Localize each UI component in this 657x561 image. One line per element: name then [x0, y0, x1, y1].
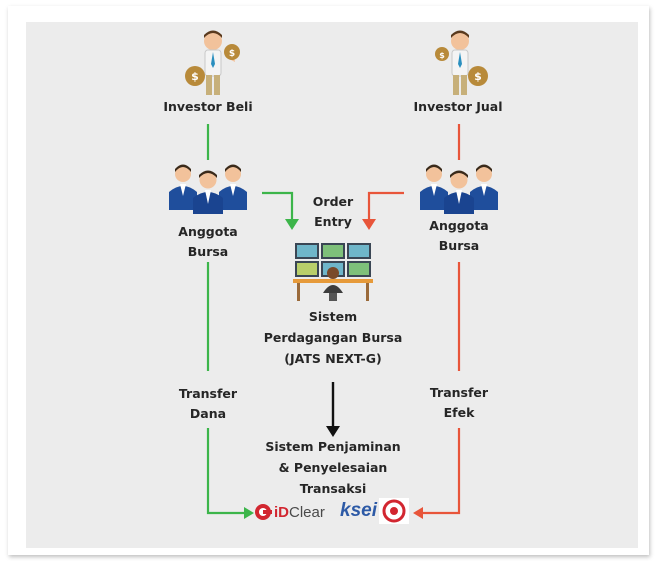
label-sistem-penjaminan: Sistem Penjaminan & Penyelesaian Transak…	[248, 436, 418, 499]
arrowhead-red-sistem	[362, 219, 376, 230]
label-line: Bursa	[438, 238, 480, 253]
svg-text:$: $	[439, 51, 445, 60]
arrowhead-green-sistem	[285, 219, 299, 230]
arrow-transfer-efek-to-ksei	[423, 428, 461, 515]
label-investor-beli: Investor Beli	[163, 99, 253, 114]
label-line: Entry	[314, 214, 352, 229]
label-line: Bursa	[187, 244, 229, 259]
diagram-background	[26, 22, 638, 548]
label-line: Order	[312, 194, 354, 209]
investor-icon: $ $	[185, 30, 240, 95]
svg-text:$: $	[229, 49, 235, 59]
label-line: Sistem	[308, 309, 358, 324]
ksei-name: ksei	[340, 500, 377, 521]
label-order-entry: Order Entry	[298, 192, 368, 232]
label-line: Transfer	[429, 385, 489, 400]
arrow-anggota-right-to-sistem	[367, 191, 404, 220]
label-anggota-bursa-right: Anggota Bursa	[414, 216, 504, 256]
label-line: Dana	[189, 406, 227, 421]
arrowhead-black-penjaminan	[326, 426, 340, 437]
ksei-logo: ksei	[340, 497, 409, 525]
svg-text:$: $	[474, 70, 482, 83]
label-transfer-dana: Transfer Dana	[168, 384, 248, 424]
label-transfer-efek: Transfer Efek	[419, 383, 499, 423]
ksei-mark-icon	[378, 498, 409, 524]
group-icon	[420, 164, 498, 214]
investor-icon: $ $	[435, 30, 488, 95]
label-anggota-bursa-left: Anggota Bursa	[163, 222, 253, 262]
label-line: (JATS NEXT-G)	[284, 351, 382, 366]
idclear-logo: iD Clear	[254, 500, 325, 524]
group-icon	[169, 164, 247, 214]
arrowhead-green-idclear	[244, 507, 254, 519]
arrow-anggota-left-to-sistem	[262, 191, 294, 220]
idclear-mark-icon	[255, 504, 272, 520]
arrow-transfer-dana-to-idclear	[206, 428, 244, 515]
label-line: Transfer	[178, 386, 238, 401]
label-line: Perdagangan Bursa	[263, 330, 403, 345]
idclear-prefix: iD	[274, 503, 289, 521]
label-sistem-perdagangan: Sistem Perdagangan Bursa (JATS NEXT-G)	[253, 306, 413, 369]
label-line: Anggota	[429, 218, 489, 233]
label-investor-jual: Investor Jual	[413, 99, 503, 114]
label-line: Efek	[443, 405, 475, 420]
label-line: Anggota	[178, 224, 238, 239]
trading-desk-icon	[293, 243, 373, 301]
label-line: Transaksi	[299, 481, 367, 496]
label-line: & Penyelesaian	[278, 460, 388, 475]
svg-text:$: $	[191, 70, 199, 83]
label-line: Sistem Penjaminan	[265, 439, 401, 454]
arrowhead-red-ksei	[413, 507, 423, 519]
idclear-name: Clear	[289, 503, 325, 521]
